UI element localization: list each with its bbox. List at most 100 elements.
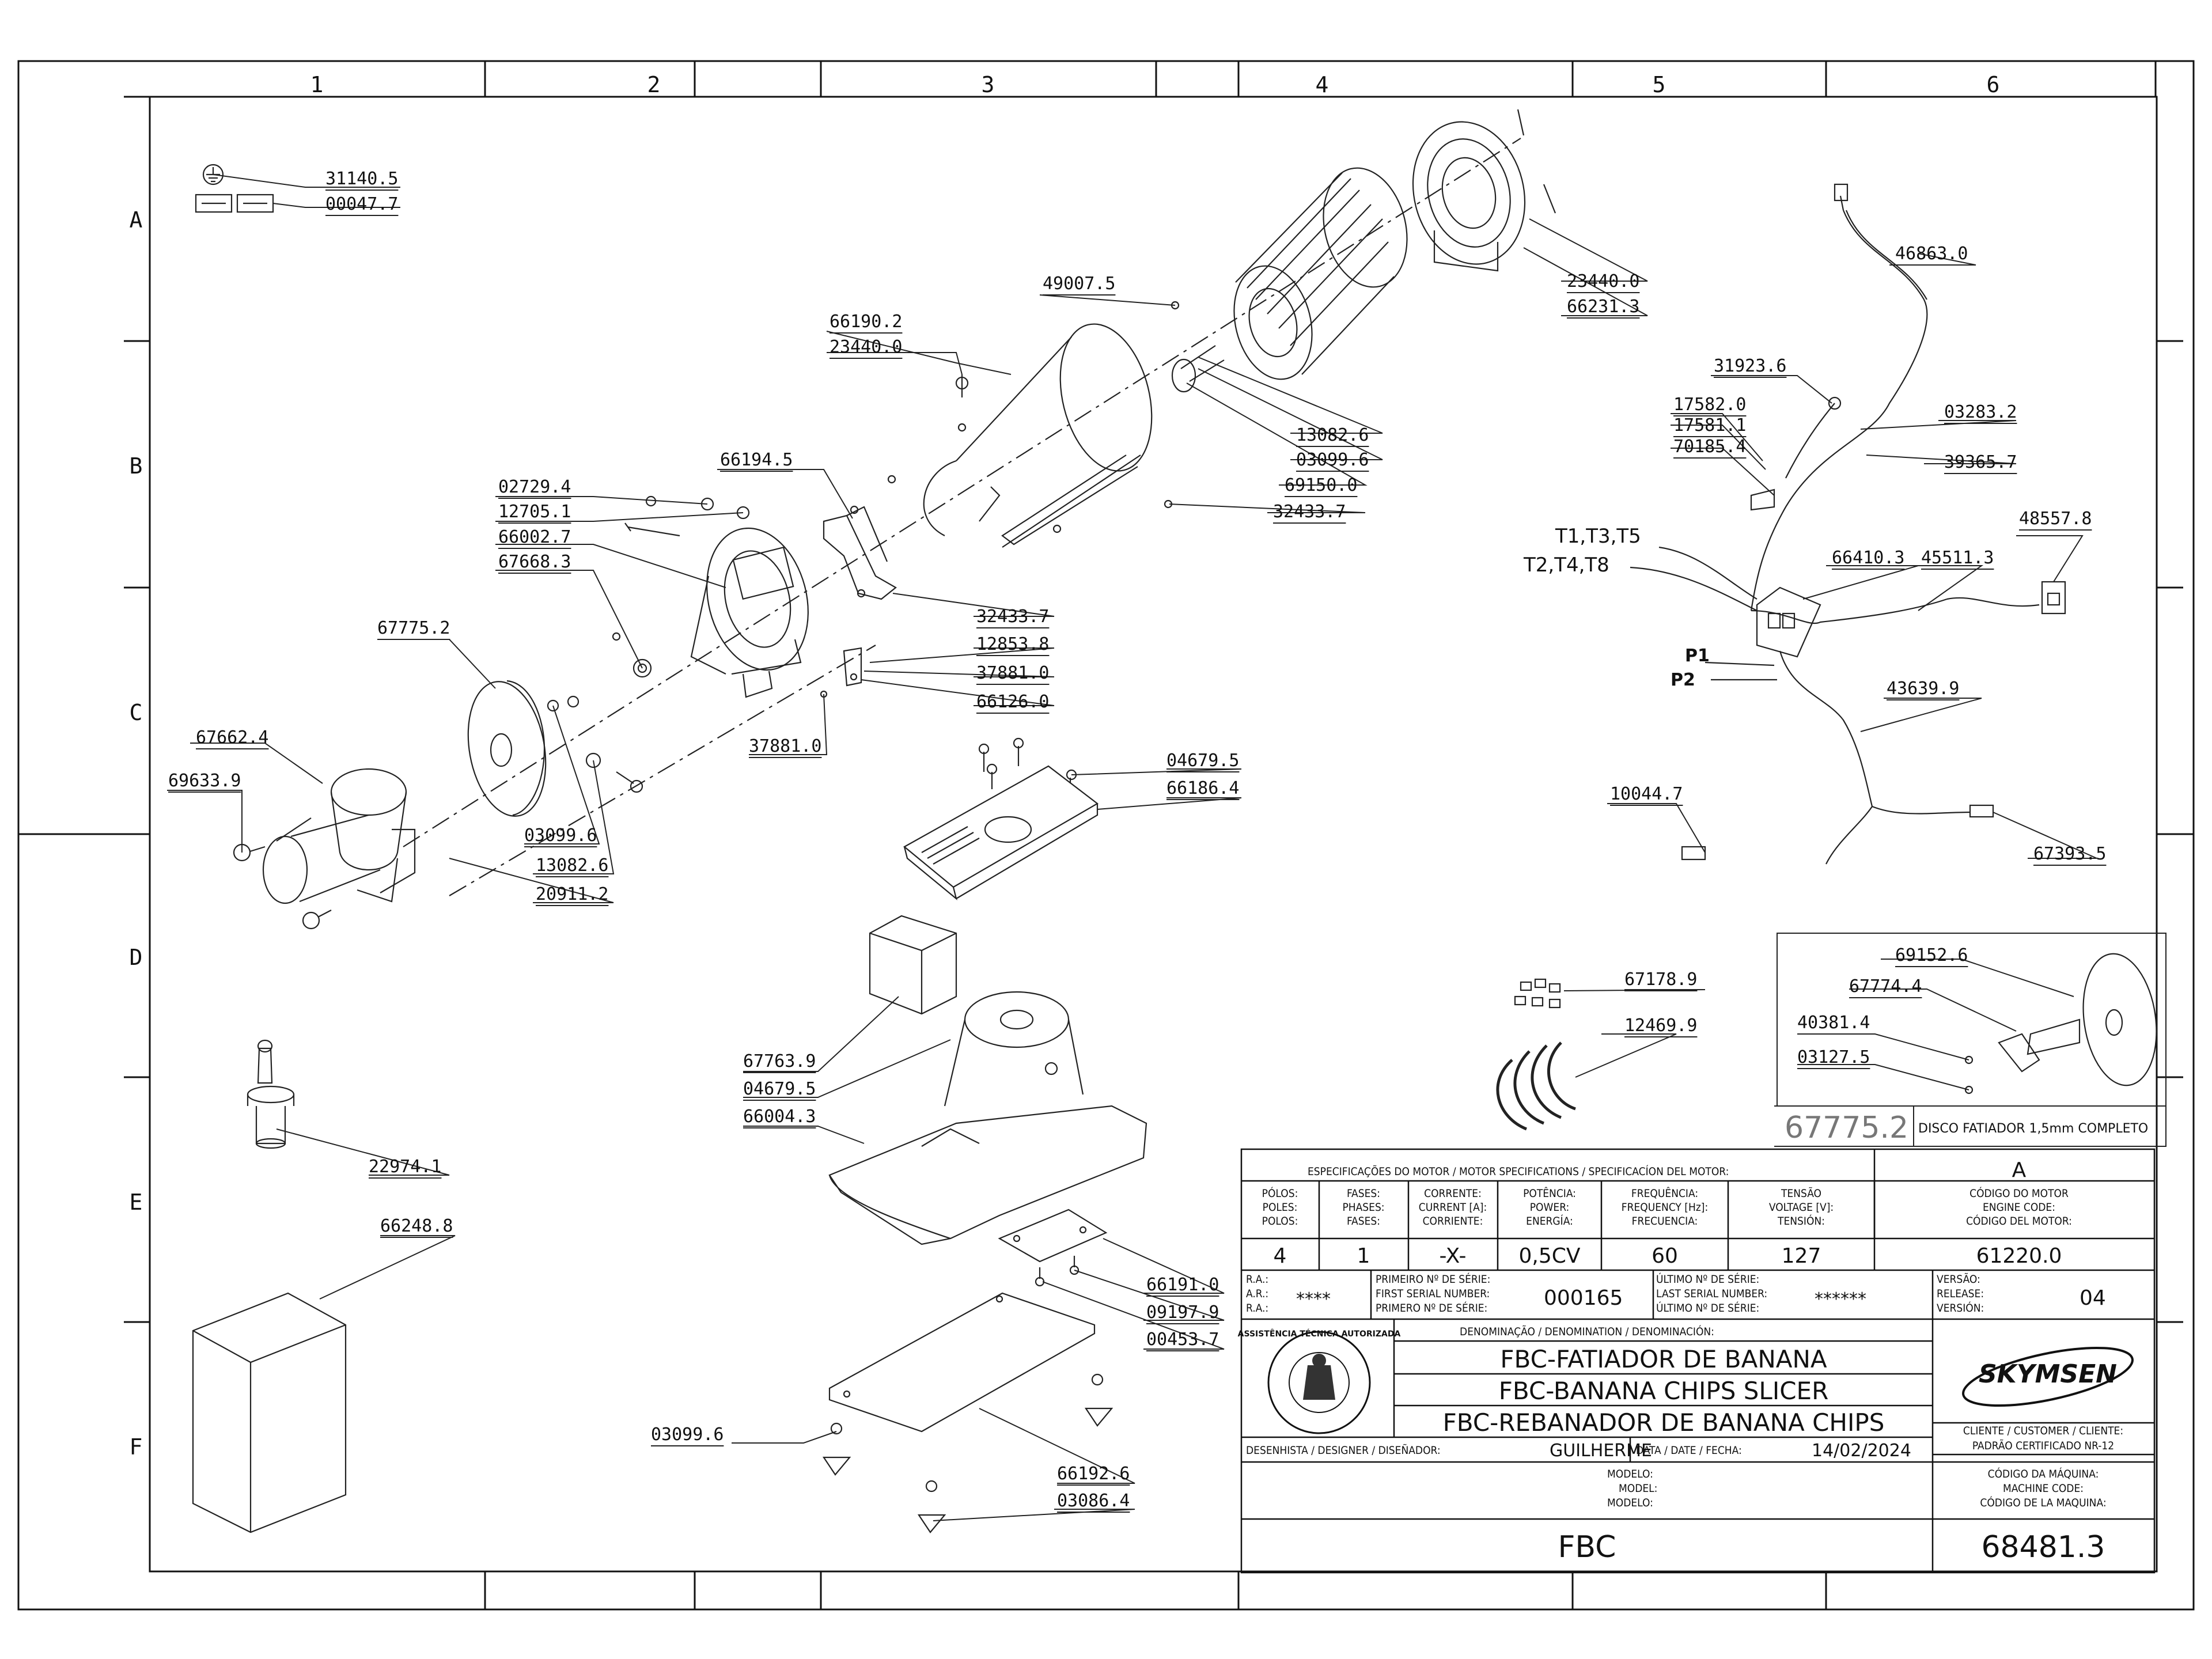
part-label: 13082.6 [1296, 425, 1369, 445]
part-label: 69152.6 [1895, 945, 1968, 965]
grid-row-label: C [130, 700, 143, 725]
part-label: 32433.7 [976, 607, 1049, 627]
grid-row-label: D [130, 945, 143, 970]
leader-lines [167, 174, 2097, 1521]
part-label: 22974.1 [369, 1157, 441, 1177]
clip-set [1514, 978, 1561, 1009]
part-label: 03127.5 [1797, 1047, 1870, 1067]
shaft-housing [690, 527, 809, 698]
grid-row-label: F [130, 1434, 143, 1460]
part-label: 67668.3 [498, 552, 571, 572]
spec-header-motor-code: CÓDIGO DEL MOTOR: [1966, 1214, 2072, 1228]
ra-value: **** [1296, 1289, 1331, 1309]
part-label: 13082.6 [536, 855, 608, 876]
grid-column-label: 2 [647, 72, 661, 97]
part-label: 66410.3 [1832, 548, 1904, 568]
skymsen-logo: SKYMSEN [1962, 1346, 2134, 1407]
grid-column-labels: 1 2 3 4 5 6 [310, 72, 2000, 97]
designer-label: DESENHISTA / DESIGNER / DISEÑADOR: [1246, 1444, 1441, 1457]
spec-header-polos: POLES: [1263, 1201, 1298, 1214]
ra-label: R.A.: [1246, 1302, 1268, 1315]
slicer-disc [467, 680, 547, 817]
machine-code-label: CÓDIGO DA MÁQUINA: [1988, 1467, 2099, 1480]
part-number-labels: 31140.5 00047.7 66190.2 23440.0 49007.5 … [168, 169, 2107, 1513]
model-value: FBC [1558, 1530, 1616, 1565]
part-label: 67393.5 [2033, 844, 2106, 864]
part-label: 02729.4 [498, 477, 571, 497]
motor-bracket [823, 506, 897, 600]
spec-header-motor-code: CÓDIGO DO MOTOR [1969, 1186, 2069, 1200]
grid-row-label: B [130, 453, 143, 479]
spec-header-fases: PHASES: [1342, 1201, 1384, 1214]
base-top-plate [903, 765, 1099, 900]
spec-value-potencia: 0,5CV [1518, 1244, 1580, 1268]
part-label: 09197.9 [1146, 1302, 1219, 1323]
spec-value-fases: 1 [1357, 1244, 1370, 1268]
assembly-axis-centerline [403, 138, 1521, 847]
spec-header-polos: PÓLOS: [1262, 1186, 1298, 1200]
spec-header-tensao: TENSÃO [1781, 1187, 1821, 1200]
part-label: 23440.0 [1567, 271, 1639, 291]
part-label: 03099.6 [524, 825, 597, 846]
first-serial-label: PRIMERO Nº DE SÉRIE: [1376, 1301, 1487, 1315]
grid-column-label: 1 [310, 72, 324, 97]
ra-label: A.R.: [1246, 1287, 1268, 1300]
part-label: 31923.6 [1714, 356, 1786, 376]
part-label: 00047.7 [325, 194, 398, 214]
spec-value-tensao: 127 [1782, 1244, 1821, 1268]
version-value: 04 [2080, 1286, 2106, 1310]
version-label: RELEASE: [1937, 1287, 1984, 1300]
part-label: 12469.9 [1624, 1016, 1697, 1036]
part-label: 12853.8 [976, 634, 1049, 654]
bottom-large-plate [828, 1292, 1096, 1433]
drawing-frame [17, 60, 2195, 1611]
first-serial-label: FIRST SERIAL NUMBER: [1376, 1287, 1490, 1300]
grid-column-label: 4 [1316, 72, 1329, 97]
part-label: 67178.9 [1624, 969, 1697, 990]
motor-end-cover [1412, 121, 1526, 272]
rubber-feet [822, 1373, 1113, 1533]
version-label: VERSÃO: [1937, 1272, 1980, 1286]
part-label: 00453.7 [1146, 1330, 1219, 1350]
spec-header-tensao: VOLTAGE [V]: [1769, 1201, 1834, 1214]
grid-row-label: A [130, 207, 143, 233]
bottom-small-plate [998, 1209, 1108, 1287]
part-label: 69633.9 [168, 771, 241, 791]
spec-header-freq: FREQUÊNCIA: [1631, 1187, 1698, 1200]
part-label: 66190.2 [830, 312, 902, 332]
spec-header-polos: POLOS: [1262, 1215, 1298, 1228]
part-label: 67763.9 [743, 1051, 816, 1071]
part-label: 46863.0 [1895, 244, 1968, 264]
title-block [1240, 1148, 2156, 1574]
machine-code-label: MACHINE CODE: [2003, 1482, 2084, 1495]
grid-column-label: 6 [1987, 72, 2000, 97]
spec-header-motor-code: ENGINE CODE: [1983, 1201, 2055, 1214]
motor-body [1171, 167, 1408, 393]
terminal-label-p2: P2 [1671, 670, 1695, 690]
spec-header-corrente: CORRIENTE: [1423, 1215, 1483, 1228]
last-serial-value: ****** [1815, 1289, 1866, 1309]
part-label: 03086.4 [1057, 1491, 1130, 1511]
part-label: 66002.7 [498, 527, 571, 547]
rivet-pin [247, 1039, 295, 1149]
feed-head [233, 768, 416, 930]
spec-value-motor-code: 61220.0 [1976, 1244, 2062, 1268]
pedestal-base [828, 991, 1147, 1245]
part-label: 04679.5 [1166, 751, 1239, 771]
spec-value-corrente: -X- [1439, 1244, 1466, 1268]
spec-header-corrente: CORRENTE: [1424, 1187, 1482, 1200]
spec-header-potencia: POWER: [1530, 1201, 1570, 1214]
product-name-en: FBC-BANANA CHIPS SLICER [1499, 1377, 1829, 1405]
part-label: 37881.0 [749, 736, 821, 756]
inset-code: 67775.2 [1785, 1111, 1908, 1145]
part-label: 03099.6 [651, 1425, 724, 1445]
brand-name: SKYMSEN [1979, 1359, 2117, 1389]
part-label: 37881.0 [976, 663, 1049, 683]
wiring-harness [1630, 183, 2066, 865]
machine-code-value: 68481.3 [1981, 1530, 2105, 1565]
inset-description: DISCO FATIADOR 1,5mm COMPLETO [1918, 1122, 2148, 1136]
part-label: 66231.3 [1567, 297, 1639, 317]
spec-header-potencia: POTÊNCIA: [1523, 1187, 1576, 1200]
part-label: 03283.2 [1944, 402, 2017, 422]
